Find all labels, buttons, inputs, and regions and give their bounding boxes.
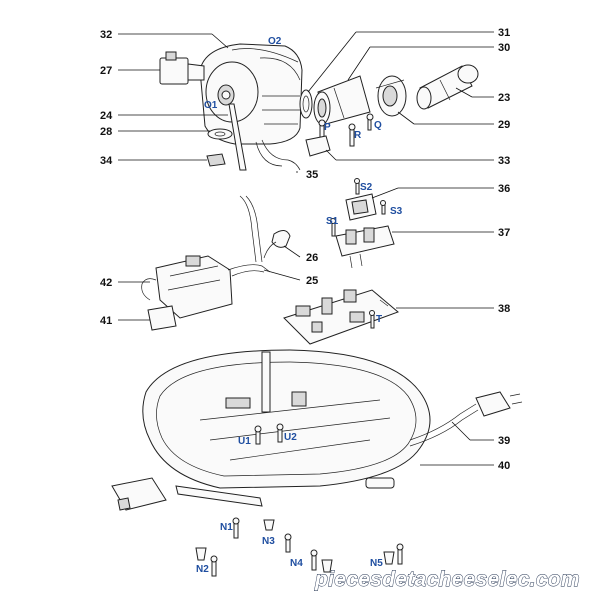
connector-parts [330,178,395,269]
callout-42: 42 [100,277,112,289]
callout-26: 26 [306,252,318,264]
callout-35: 35 [306,169,318,181]
callout-29: 29 [498,119,510,131]
callout-30: 30 [498,42,510,54]
base-housing [111,349,523,511]
callout-33: 33 [498,155,510,167]
callout-36: 36 [498,183,510,195]
code-N2: N2 [196,564,209,575]
callout-40: 40 [498,460,510,472]
callout-38: 38 [498,303,510,315]
code-T: T [376,314,382,325]
callout-37: 37 [498,227,510,239]
callout-24: 24 [100,110,113,122]
part-number-callouts: 32 27 24 28 34 35 31 30 23 29 33 36 37 2… [100,27,510,472]
code-S1: S1 [326,216,339,227]
code-N4: N4 [290,558,303,569]
code-Q: Q [374,120,382,131]
code-O2: O2 [268,36,282,47]
boiler-assembly [159,43,303,171]
pump-assembly [141,195,291,331]
callout-31: 31 [498,27,510,39]
code-N3: N3 [262,536,275,547]
code-P: P [324,122,331,133]
code-N5: N5 [370,558,383,569]
callout-34: 34 [100,155,113,167]
code-O1: O1 [204,100,218,111]
reference-codes: O2 O1 P R Q S2 S3 S1 T U1 U2 N1 N2 N3 N4… [196,36,403,575]
watermark-text: piecesdetacheeselec.com [314,568,580,591]
callout-41: 41 [100,315,112,327]
callout-39: 39 [498,435,510,447]
callout-28: 28 [100,126,112,138]
leader-lines [118,31,494,466]
code-N1: N1 [220,522,233,533]
code-U1: U1 [238,436,251,447]
code-S2: S2 [360,182,373,193]
callout-27: 27 [100,65,112,77]
circuit-board [283,289,399,345]
code-R: R [354,130,362,141]
code-U2: U2 [284,432,297,443]
callout-25: 25 [306,275,318,287]
code-S3: S3 [390,206,403,217]
group-head-parts [299,64,479,157]
callout-32: 32 [100,29,112,41]
callout-23: 23 [498,92,510,104]
feet-and-screws [195,423,404,577]
